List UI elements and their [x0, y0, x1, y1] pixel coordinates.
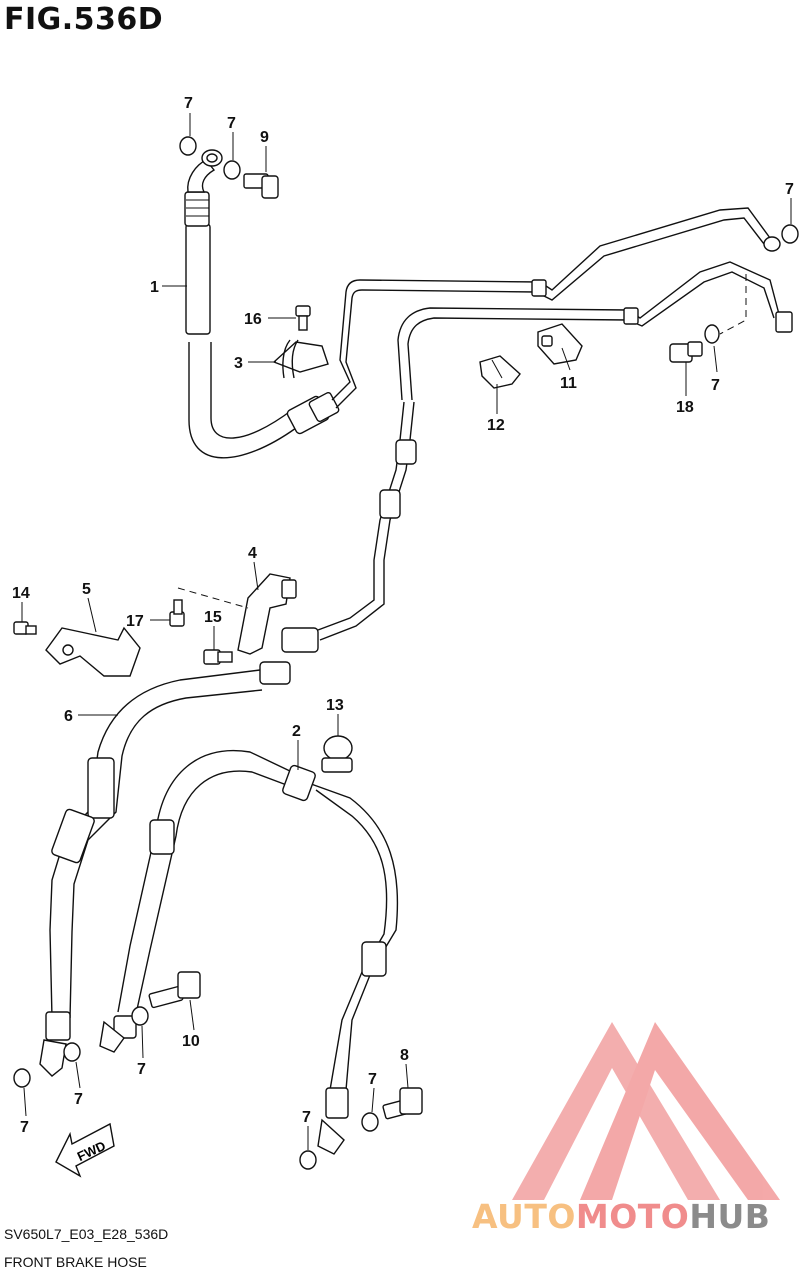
callout-7i: 7: [302, 1109, 311, 1126]
callout-12: 12: [487, 417, 505, 434]
part-12-clip: [479, 355, 521, 389]
callout-7a: 7: [184, 95, 193, 112]
part-14-bolt: [13, 621, 37, 635]
fig-title: FIG.536D: [4, 2, 164, 37]
callout-11: 11: [560, 375, 577, 392]
callout-2: 2: [292, 723, 301, 740]
part-9-union-bolt: [179, 136, 799, 244]
watermark-moto: MOTO: [575, 1197, 690, 1236]
callout-labels: 1 2 3 4 5 6 7 7 7 7 7 7 7 7 7 8 9 10 11 …: [12, 95, 794, 1136]
callout-7e: 7: [137, 1061, 146, 1078]
callout-8: 8: [400, 1047, 409, 1064]
part-15-bolt: [203, 649, 233, 665]
callout-18: 18: [676, 399, 694, 416]
part-1-upper-brake-hose: [184, 149, 340, 459]
callout-14: 14: [12, 585, 30, 602]
part-18-banjo-bolt: [669, 324, 720, 363]
watermark-text: AUTOMOTOHUB: [472, 1197, 770, 1236]
watermark-hub: HUB: [689, 1197, 771, 1236]
callout-16: 16: [244, 311, 262, 328]
fwd-arrow-icon: [55, 1122, 115, 1178]
watermark-logo-icon: [512, 1022, 780, 1200]
part-3-hose-clamp: [272, 339, 329, 379]
callout-3: 3: [234, 355, 243, 372]
callout-4: 4: [248, 545, 257, 562]
callout-7c: 7: [785, 181, 794, 198]
callout-7h: 7: [368, 1071, 377, 1088]
figure-caption: FRONT BRAKE HOSE: [4, 1254, 147, 1270]
callout-10: 10: [182, 1033, 200, 1050]
part-8-union-bolt: [382, 1087, 423, 1120]
part-4-bracket: [177, 573, 297, 655]
callout-15: 15: [204, 609, 222, 626]
part-16-bolt: [295, 305, 311, 331]
part-6-left-caliper-hose: [13, 669, 263, 1088]
callout-7b: 7: [227, 115, 236, 132]
callout-7d: 7: [711, 377, 720, 394]
part-11-clip: [537, 323, 583, 365]
part-10-union-bolt: [148, 971, 201, 1009]
part-2-right-caliper-hose: [99, 750, 399, 1170]
brake-pipes-upper: [317, 207, 793, 641]
callout-17: 17: [126, 613, 144, 630]
figure-code: SV650L7_E03_E28_536D: [4, 1226, 169, 1242]
callout-7f: 7: [74, 1091, 83, 1108]
callout-9: 9: [260, 129, 269, 146]
callout-13: 13: [326, 697, 344, 714]
brake-hose-junction: [259, 627, 319, 685]
callout-5: 5: [82, 581, 91, 598]
watermark-auto: AUTO: [472, 1197, 576, 1236]
callout-6: 6: [64, 708, 73, 725]
callout-7g: 7: [20, 1119, 29, 1136]
part-5-bracket: [45, 626, 141, 677]
part-17-bolt: [169, 599, 185, 627]
leader-lines: [21, 113, 792, 1150]
callout-1: 1: [150, 279, 159, 296]
part-13-clamp: [321, 735, 353, 773]
